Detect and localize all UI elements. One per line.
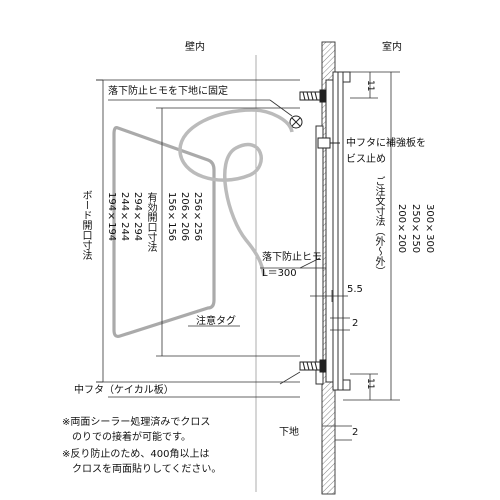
dim-2-mid: 2	[352, 318, 359, 329]
board-size-244: 244×244	[119, 192, 130, 242]
inner-lid-screw-label-1: 中フタに補強板を	[346, 138, 426, 149]
inner-lid-outline	[112, 126, 216, 338]
order-size-label: ご注文寸法（外～外）	[373, 176, 384, 276]
dim-2-bottom: 2	[352, 427, 359, 438]
base-label: 下地	[279, 427, 299, 438]
lid-screw	[317, 137, 340, 149]
note-line-2: のりでの接着が可能です。	[62, 432, 191, 443]
cord-length-label: L＝300	[262, 268, 297, 279]
frame-profile	[325, 71, 351, 391]
screw-bottom	[299, 359, 327, 373]
note-line-1: ※両面シーラー処理済みでクロス	[62, 417, 211, 428]
effective-opening-label: 有効開口寸法	[145, 192, 156, 252]
note-line-4: クロスを両面貼りしてください。	[62, 464, 222, 475]
room-inside-label: 室内	[382, 42, 402, 53]
wall-inside-label: 壁内	[185, 42, 205, 53]
effective-size-256: 256×256	[192, 192, 203, 242]
order-size-300: 300×300	[424, 204, 435, 254]
order-size-250: 250×250	[410, 204, 421, 254]
inner-lid-screw-label-2: ビス止め	[346, 154, 386, 165]
fall-cord	[178, 108, 294, 277]
screw-top	[299, 89, 327, 103]
inner-lid-cal-label: 中フタ（ケイカル板）	[74, 385, 174, 396]
dim-11-top: 11	[365, 80, 375, 92]
board-size-294: 294×294	[132, 192, 143, 242]
fall-cord-fix-label: 落下防止ヒモを下地に固定	[108, 86, 228, 97]
reinforcement-plate	[315, 125, 324, 385]
dimension-lines	[96, 71, 400, 494]
dim-11-bottom: 11	[365, 378, 375, 390]
caution-tag-label: 注意タグ	[196, 316, 236, 327]
fall-cord-label: 落下防止ヒモ	[262, 252, 322, 263]
effective-size-156: 156×156	[166, 192, 177, 242]
board-size-194: 194×194	[106, 192, 117, 242]
note-line-3: ※反り防止のため、400角以上は	[62, 449, 210, 460]
leader-lines	[108, 99, 339, 398]
dim-5-5: 5.5	[347, 284, 363, 295]
effective-size-206: 206×206	[179, 192, 190, 242]
board-opening-label: ボード開口寸法	[80, 190, 91, 260]
cord-fix-screw	[289, 115, 303, 129]
order-size-200: 200×200	[396, 204, 407, 254]
